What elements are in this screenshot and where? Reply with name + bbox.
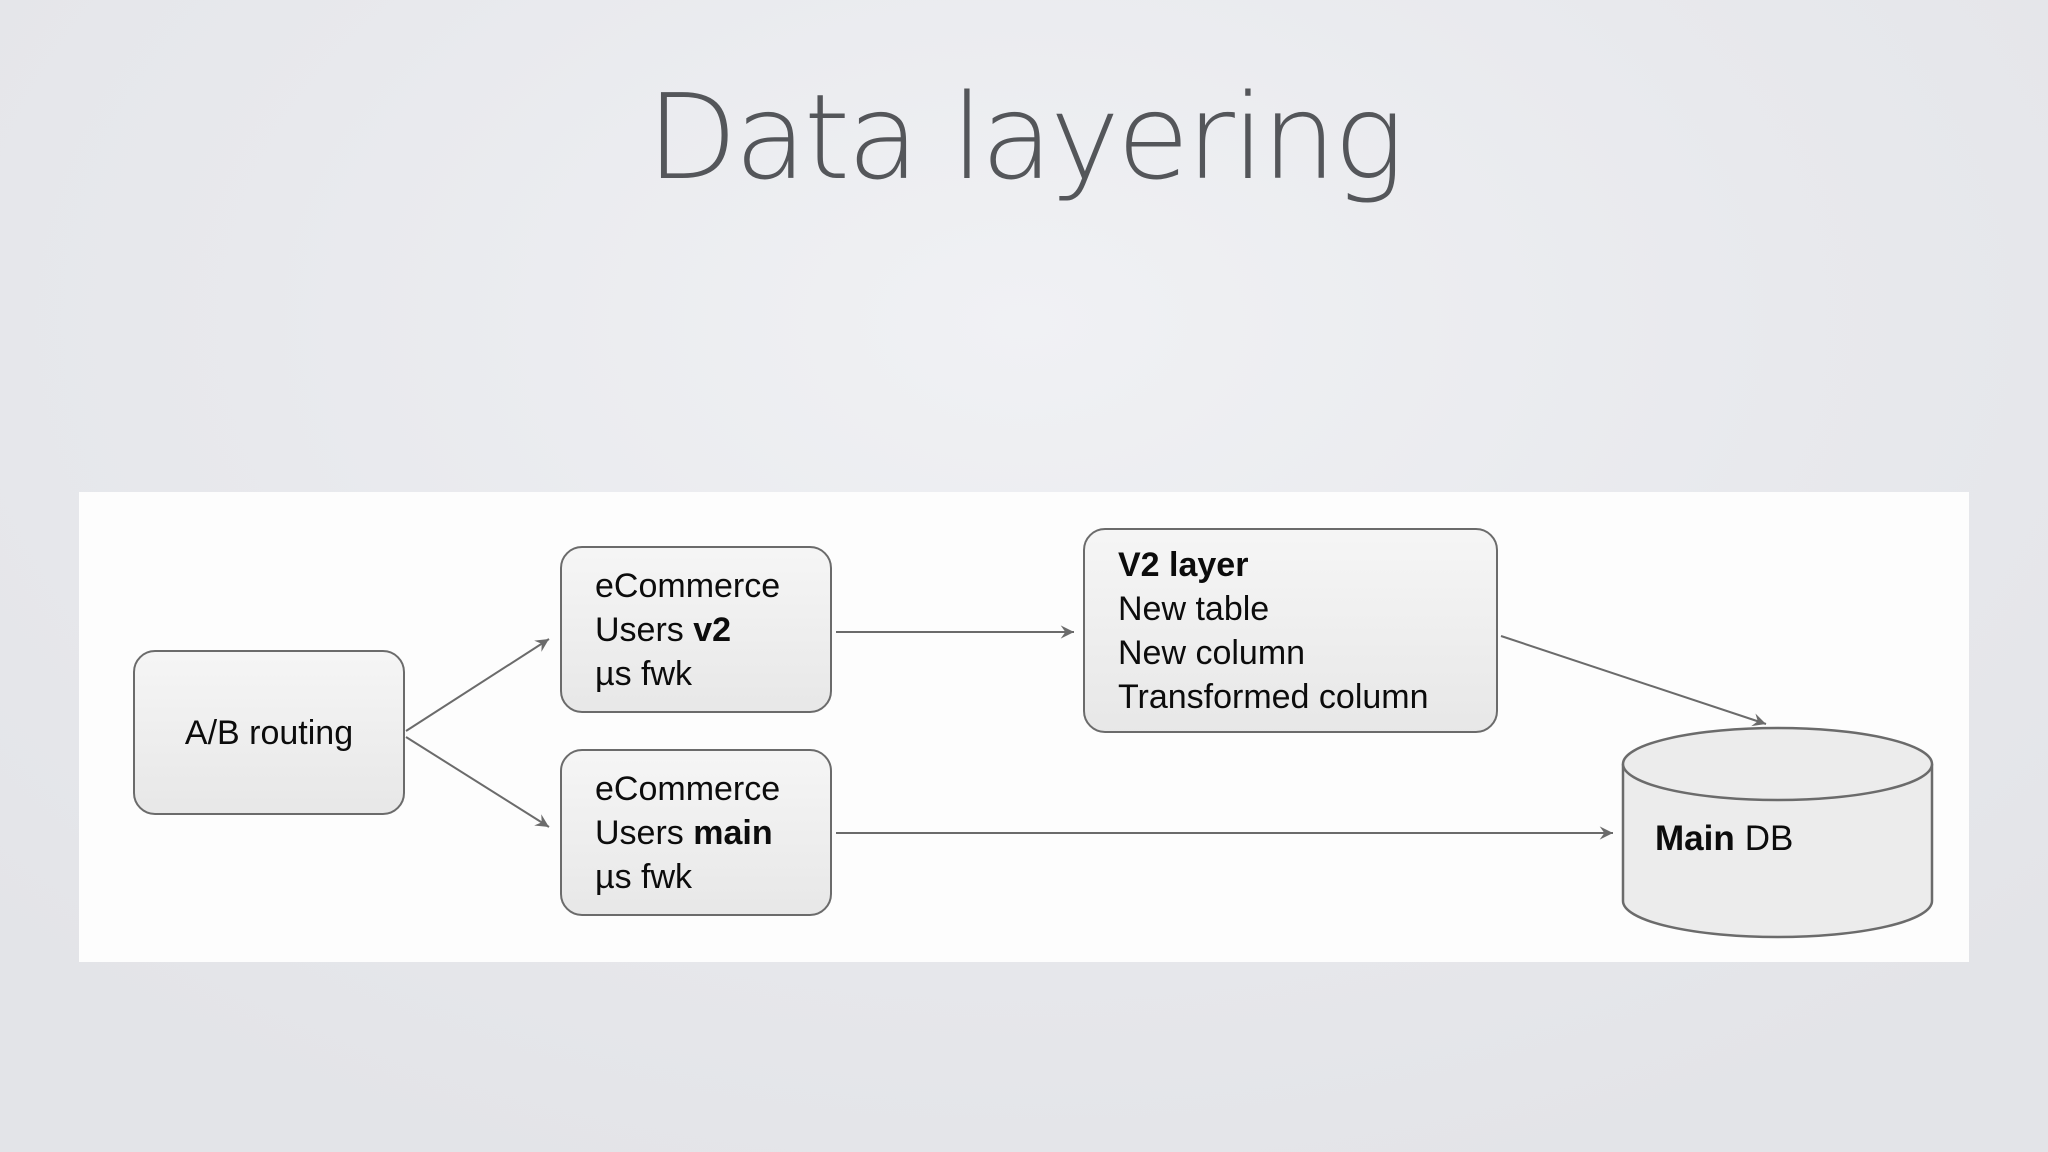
node-users-v2: eCommerce Users v2 µs fwk (560, 546, 832, 713)
node-users-main-line3: µs fwk (595, 857, 693, 896)
node-v2-layer-heading: V2 layer (1118, 545, 1249, 584)
node-users-v2-line1: eCommerce (595, 566, 781, 605)
node-ab-routing-label: A/B routing (184, 713, 354, 752)
users-main-line2-normal: Users (595, 813, 684, 852)
node-users-main-line1: eCommerce (595, 769, 781, 808)
main-db-label-bold: Main (1655, 819, 1735, 858)
node-v2-layer-item: Transformed column (1118, 677, 1429, 716)
node-v2-layer-item: New column (1118, 633, 1306, 672)
slide-title: Data layering (646, 68, 1405, 206)
node-v2-layer: V2 layer New table New column Transforme… (1083, 528, 1498, 733)
node-users-main-line2: Users main (595, 811, 773, 855)
users-main-line2-bold: main (693, 813, 773, 852)
users-v2-line2-bold: v2 (693, 610, 732, 649)
node-users-v2-line2: Users v2 (595, 608, 731, 652)
node-users-main: eCommerce Users main µs fwk (560, 749, 832, 916)
node-ab-routing: A/B routing (133, 650, 405, 815)
users-v2-line2-normal: Users (595, 610, 684, 649)
node-users-v2-line3: µs fwk (595, 654, 693, 693)
node-v2-layer-item: New table (1118, 589, 1270, 628)
main-db-label-rest: DB (1744, 819, 1794, 858)
